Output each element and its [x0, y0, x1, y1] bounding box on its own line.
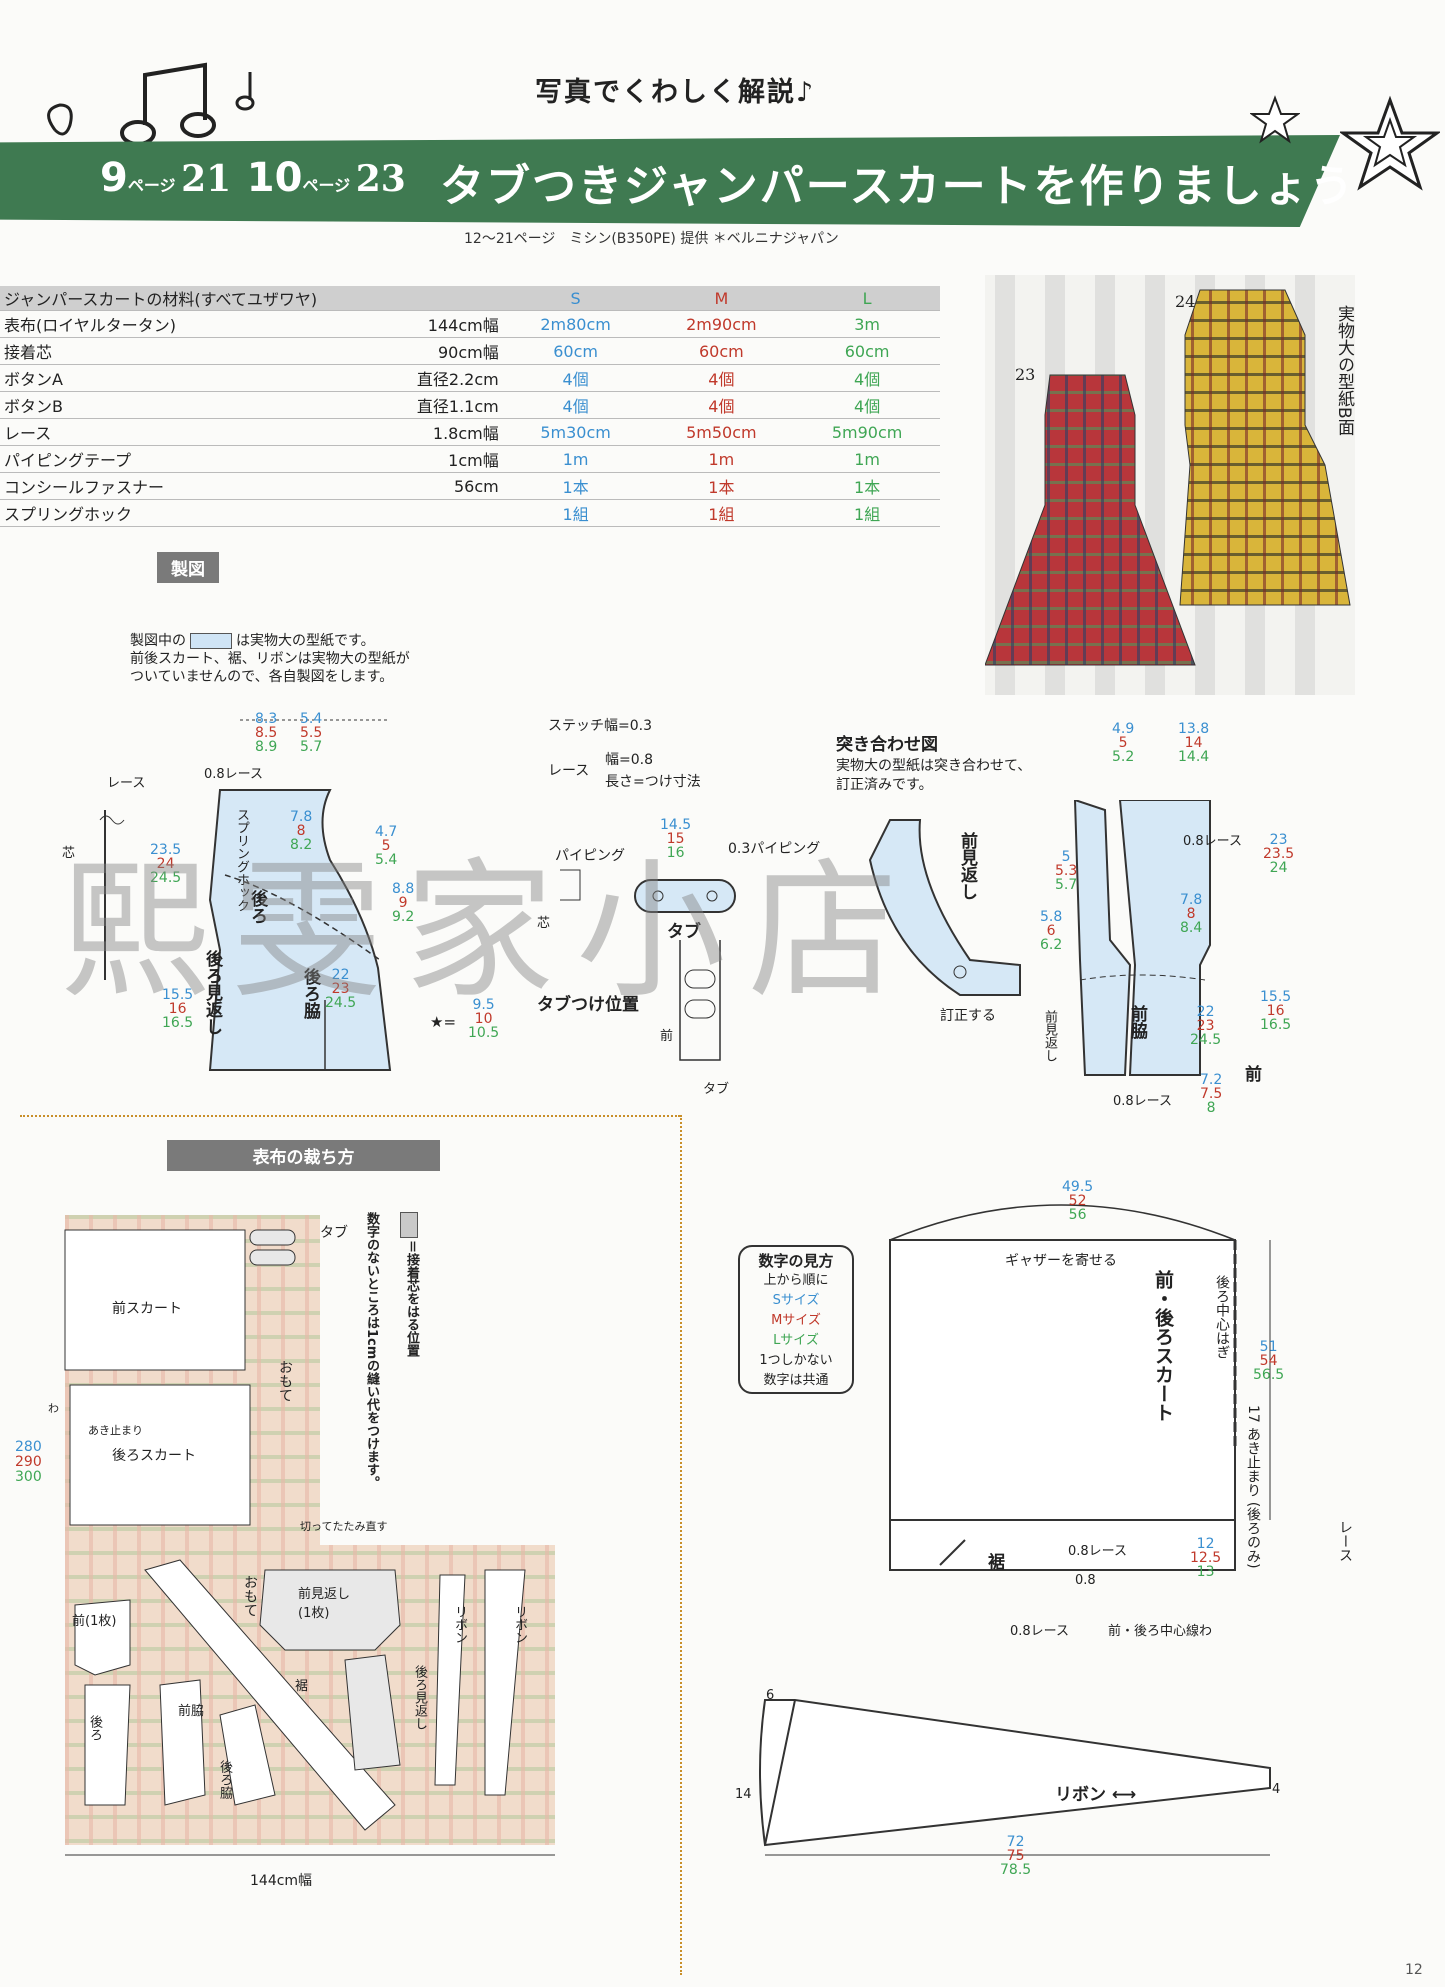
ref-a-page: 9	[100, 155, 128, 201]
fabric-width: 144cm幅	[250, 1873, 313, 1889]
photo-label-23: 23	[1015, 365, 1035, 384]
size-s-header: S	[502, 286, 649, 311]
howto-title: 数字の見方	[758, 1252, 834, 1270]
ribbon-draft	[759, 1699, 1271, 1856]
cutting-layout	[64, 1215, 555, 1856]
size-m-header: M	[648, 286, 795, 311]
ribbon-label: リボン ⟷	[1055, 1785, 1137, 1805]
banner-reference: 9ページ 21 10ページ 23	[100, 155, 406, 201]
photo-label-24: 24	[1175, 292, 1195, 311]
star-icon	[1340, 95, 1440, 191]
tab-position-label: タブつけ位置	[537, 995, 639, 1015]
correct-label: 訂正する	[940, 1008, 996, 1024]
hem-label: 裾	[988, 1553, 1005, 1573]
lace-08-label: 0.8レース	[204, 767, 264, 782]
center-seam-label: 後ろ中心はぎ	[1214, 1275, 1230, 1359]
front-skirt-label: 前スカート	[112, 1301, 182, 1317]
joint-title: 突き合わせ図	[836, 735, 938, 755]
skirt-title: 前・後ろスカート	[1152, 1270, 1174, 1422]
star-value-label: ★=	[430, 1013, 457, 1031]
pattern-swatch	[190, 633, 232, 649]
kicker-text: 写真でくわしく解説♪	[535, 77, 816, 108]
skirt-draft	[889, 1204, 1271, 1571]
interfacing-legend: ＝接着芯をはる位置	[404, 1240, 419, 1358]
dress-photo: 23 24	[985, 275, 1355, 695]
stitch-label: ステッチ幅=0.3	[548, 718, 652, 734]
drafting-note: 製図中のは実物大の型紙です。 前後スカート、裾、リボンは実物大の型紙が ついてい…	[130, 633, 410, 685]
front-side-label: 前脇	[1127, 1005, 1147, 1039]
table-header-row: ジャンパースカートの材料(すべてユザワヤ) S M L	[0, 286, 940, 311]
watermark: 熙雯家小店	[60, 845, 921, 1019]
open-stop-label: 17 あき止まり (後ろのみ)	[1245, 1405, 1261, 1569]
ref-a-unit: ページ	[127, 176, 176, 195]
page-title: タブつきジャンパースカートを作りましょう	[440, 161, 1356, 212]
back-label: 後ろ	[247, 890, 267, 924]
back-skirt-label: 後ろスカート	[112, 1448, 196, 1464]
drafting-section-title: 製図	[157, 552, 219, 583]
size-l-header: L	[794, 286, 940, 311]
page-number: 12	[1405, 1962, 1423, 1978]
fabric-length: 280 290 300	[15, 1439, 42, 1485]
front-label: 前	[1245, 1065, 1262, 1085]
front-facing-cut: 前見返し (1枚)	[298, 1587, 351, 1621]
ref-b-item: 23	[355, 158, 406, 200]
back-side-label: 後ろ脇	[300, 968, 320, 1019]
section-divider	[20, 1115, 680, 1117]
subtitle: 12〜21ページ ミシン(B350PE) 提供 ＊ベルニナジャパン	[464, 231, 839, 247]
photo-side-note: 実物大の型紙B面	[1334, 305, 1354, 436]
tab-draft	[560, 869, 736, 1061]
gather-label: ギャザーを寄せる	[1005, 1253, 1117, 1269]
ref-b-page: 10	[246, 155, 303, 201]
back-facing-label: 後ろ見返し	[202, 950, 222, 1035]
ref-b-unit: ページ	[302, 176, 351, 195]
interfacing-legend-swatch	[400, 1212, 418, 1238]
materials-title: ジャンパースカートの材料(すべてユザワヤ)	[0, 286, 357, 311]
spring-hook-label: スプリングホック	[234, 808, 249, 912]
seam-allowance-note: 数字のないところは1cmの縫い代をつけます。	[364, 1212, 379, 1490]
materials-table: ジャンパースカートの材料(すべてユザワヤ) S M L 表布(ロイヤルタータン)…	[0, 286, 940, 527]
header-banner	[0, 135, 1340, 227]
howto-box: 数字の見方 上から順に Sサイズ Mサイズ Lサイズ 1つしかない 数字は共通	[738, 1245, 854, 1394]
tab-label: タブ	[667, 922, 701, 942]
joint-front-facing: 前見返し	[1042, 1010, 1057, 1062]
front-facing-label: 前見返し	[957, 832, 977, 900]
back-bodice-draft	[99, 719, 392, 1071]
cutting-section-title: 表布の裁ち方	[167, 1140, 440, 1171]
joint-draft	[868, 800, 1211, 1076]
small-star-icon	[1250, 95, 1300, 144]
ref-a-item: 21	[181, 158, 232, 200]
